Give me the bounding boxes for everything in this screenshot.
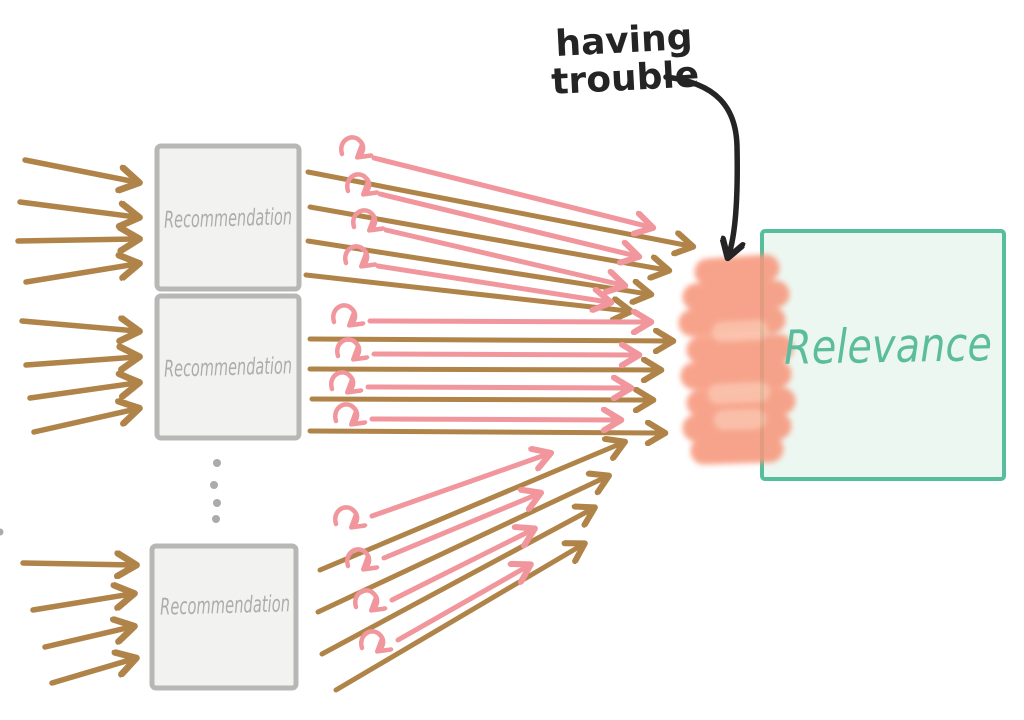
recommendation-box-1-rect [154, 143, 302, 292]
blob-highlight-stroke [708, 382, 770, 404]
recommendation-box-2-label: Recommendation [164, 353, 293, 382]
annotation-line1: having [554, 17, 693, 65]
input-arrow [49, 659, 133, 686]
brown-arrow [333, 545, 582, 693]
ellipsis-dots [0, 459, 221, 536]
pink-arrow [377, 191, 636, 256]
blob-stroke [682, 280, 790, 311]
ellipsis-dot [210, 481, 218, 489]
relevance-label: Relevance [783, 317, 992, 376]
pink-arrow [369, 454, 548, 519]
input-arrows-box2 [19, 321, 136, 435]
self-loop-icon [343, 244, 367, 265]
recommendation-box-3-rect [149, 543, 299, 691]
pink-arrow [369, 419, 618, 420]
self-loops-box1 [339, 135, 375, 265]
pink-arrow [389, 530, 532, 603]
self-loop-icon [335, 337, 359, 358]
input-arrow [30, 594, 131, 613]
output-arrows-box1 [303, 135, 690, 311]
self-loops-box3 [333, 505, 383, 650]
brown-arrow [303, 272, 628, 311]
self-loop-icon [329, 370, 353, 391]
self-loop-icon [345, 172, 369, 193]
recommendation-box-2: Recommendation [154, 293, 302, 441]
input-arrows-box3 [20, 563, 133, 686]
input-arrow [22, 157, 136, 182]
brown-arrow [307, 339, 670, 341]
input-arrow [27, 383, 136, 401]
blob-stroke [694, 254, 780, 286]
pink-arrow [371, 354, 636, 355]
input-arrow [19, 321, 136, 331]
pink-arrow [367, 321, 648, 322]
self-loops-box2 [329, 303, 359, 423]
ellipsis-dot [213, 499, 221, 507]
self-loop-icon [351, 208, 375, 229]
recommendation-box-2-rect [154, 293, 302, 441]
recommendation-box-1-label: Recommendation [164, 204, 293, 233]
pink-arrow [395, 566, 528, 643]
blob-stroke [690, 435, 784, 465]
pink-arrow [383, 227, 622, 285]
brown-arrow [317, 443, 622, 573]
pink-arrow [371, 155, 650, 227]
self-loop-icon [333, 505, 357, 526]
annotation-arrow [663, 74, 737, 254]
blob-stroke [680, 360, 792, 390]
brown-arrow [307, 431, 662, 433]
brown-arrow [319, 509, 592, 657]
self-loop-icon [331, 303, 355, 324]
self-loop-icon [359, 629, 383, 650]
input-arrow [23, 264, 136, 285]
brown-arrow [309, 399, 650, 400]
recommendation-box-3-label: Recommendation [160, 591, 291, 620]
recommendation-box-1: Recommendation [154, 143, 302, 292]
input-arrow [20, 563, 133, 565]
ellipsis-dot [212, 515, 220, 523]
pink-arrow [381, 494, 538, 561]
ellipsis-dot [0, 528, 4, 536]
input-arrow [31, 409, 136, 435]
annotation: having trouble [550, 17, 737, 254]
output-arrows-box3 [315, 443, 622, 693]
trouble-highlight-blob [678, 254, 796, 465]
input-arrow [42, 627, 131, 650]
blob-stroke [686, 334, 794, 364]
input-arrow [23, 357, 136, 365]
pink-arrow [375, 263, 608, 302]
input-arrow [15, 239, 136, 241]
pink-arrow [365, 387, 628, 388]
recommendation-box-3: Recommendation [149, 543, 299, 691]
output-arrows-box2 [307, 303, 670, 433]
self-loop-icon [333, 402, 357, 423]
blob-highlight-stroke [712, 320, 768, 342]
blob-highlight-stroke [714, 409, 766, 430]
brown-arrow [307, 369, 658, 370]
self-loop-icon [339, 135, 363, 156]
self-loop-icon [353, 588, 377, 609]
self-loop-icon [345, 547, 369, 568]
input-arrow [17, 199, 136, 217]
ellipsis-dot [213, 459, 221, 467]
input-arrows-box1 [15, 157, 136, 285]
